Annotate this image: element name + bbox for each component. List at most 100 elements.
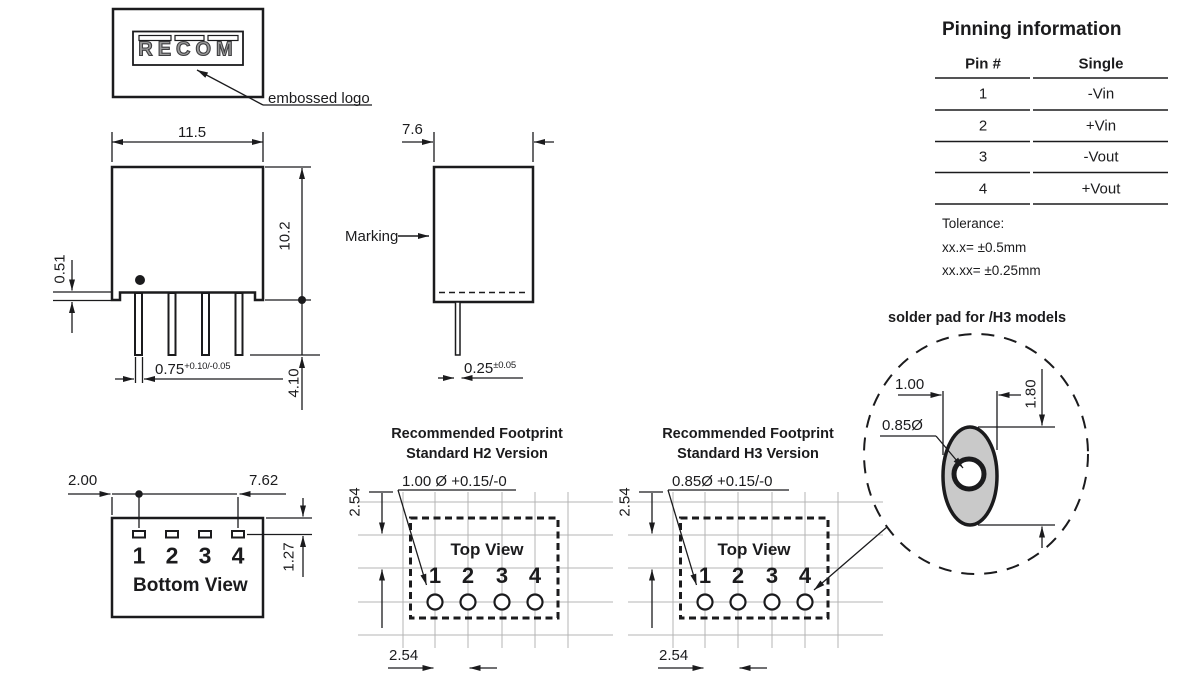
- front-body-outline: [110, 165, 265, 302]
- pin-row-function: +Vin: [1085, 117, 1117, 134]
- front-height-dim: 10.2: [276, 221, 294, 251]
- h3-title-line1: Recommended Footprint: [662, 426, 834, 442]
- standoff-extension-lines: [53, 291, 111, 302]
- pin1-marker-dot: [135, 275, 145, 285]
- embossed-logo-callout: embossed logo: [268, 90, 370, 107]
- front-pin: [234, 292, 244, 356]
- pin-width-extension-lines: [134, 357, 144, 383]
- h2-hole: [459, 593, 477, 611]
- footprint-h3-linework: [628, 489, 883, 671]
- pin-row-number: 2: [978, 117, 988, 134]
- h2-hole: [493, 593, 511, 611]
- bottom-pad: [165, 530, 179, 539]
- bottom-pad-offset-dim: 1.27: [280, 542, 298, 572]
- solder-pad-detail-linework: [813, 333, 1089, 591]
- pin-row-number: 3: [978, 148, 988, 166]
- h2-hole-label: 1.00 Ø +0.15/-0: [402, 473, 507, 490]
- detail-bubble-dashed: [863, 333, 1089, 575]
- h2-hole-leader: [397, 489, 428, 586]
- tolerance-title: Tolerance:: [942, 216, 1005, 231]
- h3-hole: [763, 593, 781, 611]
- pin-row-number: 1: [978, 85, 988, 103]
- bottom-pin-number: 4: [231, 542, 245, 569]
- pin-thickness-value: 0.25: [464, 360, 494, 377]
- width-extension-lines: [111, 132, 264, 162]
- logo-view: [111, 7, 372, 106]
- h2-pin-number: 1: [428, 563, 442, 588]
- bottom-pin-span-dim: 7.62: [249, 472, 279, 489]
- bottom-edge-offset-dim: 2.00: [68, 472, 98, 489]
- pin-table-title: Pinning information: [942, 19, 1122, 40]
- pin-row-function: +Vout: [1081, 180, 1121, 197]
- solder-pad-title: solder pad for /H3 models: [888, 310, 1067, 326]
- pad-hole-dia-dim: 0.85Ø: [882, 417, 923, 434]
- h3-hole: [796, 593, 814, 611]
- h2-pin-number: 3: [495, 563, 509, 588]
- front-pin: [201, 292, 210, 356]
- bottom-view-linework: [68, 490, 312, 619]
- front-view-linework: [53, 132, 320, 410]
- bottom-extension-lines: [111, 497, 239, 528]
- front-pin: [167, 292, 177, 356]
- h2-top-view-label: Top View: [450, 540, 524, 559]
- h2-title-line2: Standard H2 Version: [406, 446, 548, 462]
- dim-reference-dot: [135, 490, 143, 498]
- bottom-pin-number: 2: [165, 542, 179, 569]
- h2-hole: [426, 593, 444, 611]
- pin-row-number: 4: [978, 180, 988, 197]
- h3-pin-number: 3: [765, 563, 779, 588]
- side-pin-thickness-dim: 0.25±0.05: [464, 360, 516, 377]
- pin-width-tolerance: +0.10/-0.05: [184, 361, 231, 372]
- h3-col-pitch-dim: 2.54: [659, 647, 689, 664]
- h2-pin-number: 4: [528, 563, 542, 588]
- side-width-extension-lines: [433, 132, 534, 162]
- bottom-pad: [132, 530, 146, 539]
- tolerance-line: xx.x= ±0.5mm: [942, 240, 1027, 255]
- pad-height-dim: 1.80: [1022, 379, 1040, 409]
- h3-courtyard-dashed: [679, 516, 830, 620]
- logo-frame: [132, 30, 244, 66]
- front-pin-width-dim: 0.75+0.10/-0.05: [155, 361, 231, 378]
- h3-top-view-label: Top View: [717, 540, 791, 559]
- logo-bar: [174, 34, 205, 42]
- pin-table-rules: [935, 77, 1168, 205]
- marking-label: Marking: [345, 228, 399, 245]
- h3-pin-number: 4: [798, 563, 812, 588]
- h2-pin-number: 2: [461, 563, 475, 588]
- h3-hole: [729, 593, 747, 611]
- h2-col-pitch-dim: 2.54: [389, 647, 419, 664]
- pad-offset-extension-lines: [247, 517, 312, 536]
- bottom-view-label: Bottom View: [133, 575, 248, 596]
- logo-package-outline: [111, 7, 265, 99]
- callout-arrow: [196, 69, 264, 106]
- h2-hole: [526, 593, 544, 611]
- h3-title-line2: Standard H3 Version: [677, 446, 819, 462]
- padheight-extension-lines: [978, 426, 1055, 526]
- pad-width-dim: 1.00: [895, 376, 925, 393]
- h3-hole-label: 0.85Ø +0.15/-0: [672, 473, 773, 490]
- side-view-linework: [398, 132, 554, 381]
- bottom-pad: [231, 530, 245, 539]
- side-pin: [454, 301, 461, 356]
- pin-table-col-single: Single: [1078, 55, 1124, 73]
- pin-thickness-tolerance: ±0.05: [493, 360, 516, 371]
- bottom-body-outline: [110, 516, 265, 619]
- bottom-pin-number: 1: [132, 542, 146, 569]
- recom-logo-text: RECOM: [138, 38, 238, 61]
- side-body-outline: [432, 165, 535, 304]
- logo-bar: [138, 34, 172, 42]
- h3-row-pitch-dim: 2.54: [616, 487, 634, 517]
- front-width-dim: 11.5: [178, 124, 207, 141]
- pin-row-function: -Vout: [1083, 148, 1119, 166]
- pin-row-function: -Vin: [1087, 85, 1115, 103]
- front-pin-length-dim: 4.10: [285, 368, 303, 398]
- logo-bar: [207, 34, 239, 42]
- bottom-pin-number: 3: [198, 542, 212, 569]
- h3-pin-number: 2: [731, 563, 745, 588]
- pin-width-value: 0.75: [155, 361, 185, 378]
- side-width-dim: 7.6: [402, 121, 423, 138]
- tolerance-line: xx.xx= ±0.25mm: [942, 263, 1041, 278]
- detail-to-pin4-leader: [813, 526, 888, 591]
